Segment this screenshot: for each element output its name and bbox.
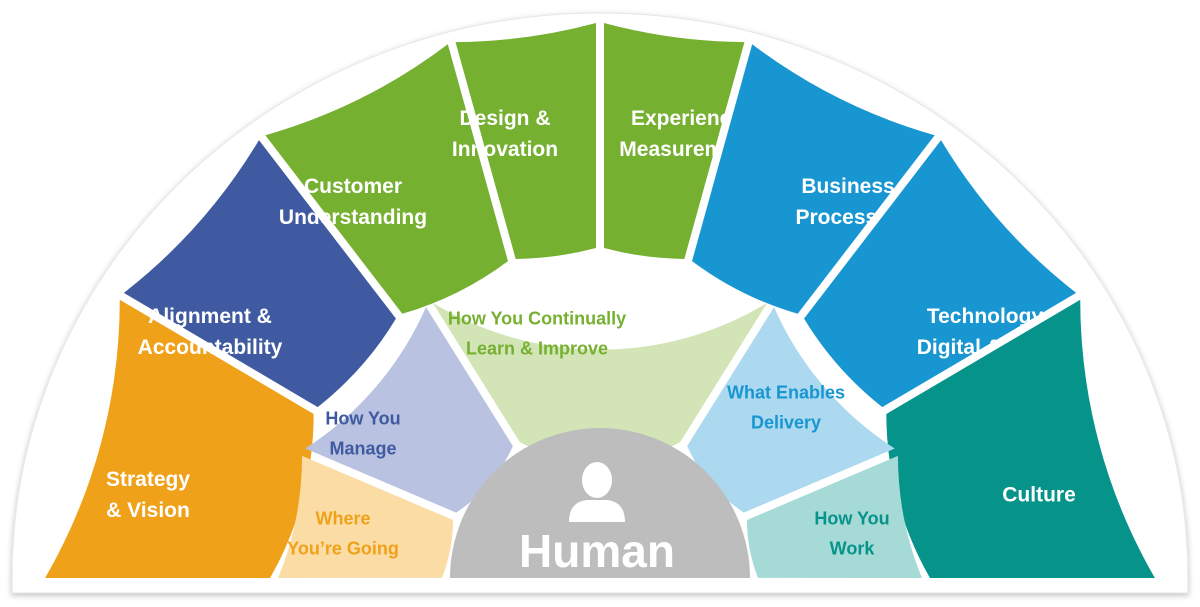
segment-where-youre-going-label-line: Where — [315, 508, 370, 528]
segment-how-you-manage-label-line: How You — [325, 408, 400, 428]
segment-where-youre-going-shape — [278, 455, 454, 578]
segment-culture: Culture — [886, 299, 1155, 578]
segment-design-innovation: Design & Innovation — [452, 23, 597, 259]
hub: Human — [450, 428, 750, 578]
outer-ring: Strategy & Vision Alignment & Accountabilit… — [45, 23, 1155, 578]
segment-design-innovation-label: Design & Innovation — [452, 107, 558, 161]
segment-alignment-accountability-label: Alignment & Accountability — [138, 305, 283, 359]
segment-alignment-accountability-label-line: Accountability — [138, 336, 283, 359]
segment-culture-label-line: Culture — [1002, 483, 1076, 506]
segment-design-innovation-label-line: Innovation — [452, 138, 558, 161]
person-icon — [569, 462, 625, 522]
segment-business-processes-shape — [692, 44, 935, 314]
segment-alignment-accountability-label-line: Alignment & — [148, 305, 272, 328]
segment-technology-digital-data-label-line: Technology — [927, 305, 1044, 328]
segment-alignment-accountability-shape — [123, 140, 396, 408]
segment-what-enables-delivery-shape — [687, 307, 895, 513]
segment-business-processes-label-line: Business — [801, 175, 894, 198]
segment-experience-measurement-label-line: Experience — [631, 107, 743, 130]
segment-culture-shape — [886, 299, 1155, 578]
segment-what-enables-delivery-label-line: What Enables — [727, 382, 845, 402]
segment-business-processes-label-line: Processes — [795, 206, 900, 229]
segment-what-enables-delivery-label-line: Delivery — [751, 412, 821, 432]
segment-how-you-continually-learn-shape — [432, 302, 768, 464]
segment-customer-understanding-label-line: Customer — [304, 175, 402, 198]
segment-strategy-vision-label: Strategy & Vision — [106, 468, 190, 522]
segment-design-innovation-shape — [455, 23, 597, 259]
segment-how-you-work-shape — [746, 455, 922, 578]
segment-how-you-work-label-line: Work — [830, 538, 876, 558]
segment-how-you-work-label-line: How You — [814, 508, 889, 528]
segment-strategy-vision-label-line: & Vision — [106, 499, 190, 522]
segment-culture-label: Culture — [1002, 483, 1076, 506]
segment-how-you-manage-shape — [305, 307, 513, 513]
segment-alignment-accountability: Alignment & Accountability — [123, 140, 396, 408]
segment-experience-measurement-shape — [603, 23, 745, 259]
segment-how-you-continually-learn-label-line: Learn & Improve — [466, 338, 608, 358]
segment-technology-digital-data-shape — [804, 140, 1077, 408]
segment-where-youre-going-label-line: You’re Going — [287, 538, 399, 558]
hub-label: Human — [519, 525, 675, 577]
segment-customer-understanding-label-line: Understanding — [279, 206, 427, 229]
segment-customer-understanding-shape — [265, 44, 508, 314]
segment-strategy-vision-label-line: Strategy — [106, 468, 190, 491]
segment-how-you-continually-learn-label-line: How You Continually — [448, 308, 626, 328]
segment-strategy-vision-shape — [45, 299, 314, 578]
segment-experience-measurement-label-line: Measurement — [619, 138, 754, 161]
segment-design-innovation-label-line: Design & — [459, 107, 550, 130]
segment-how-you-manage-label-line: Manage — [329, 438, 396, 458]
segment-strategy-vision: Strategy & Vision — [45, 299, 314, 578]
